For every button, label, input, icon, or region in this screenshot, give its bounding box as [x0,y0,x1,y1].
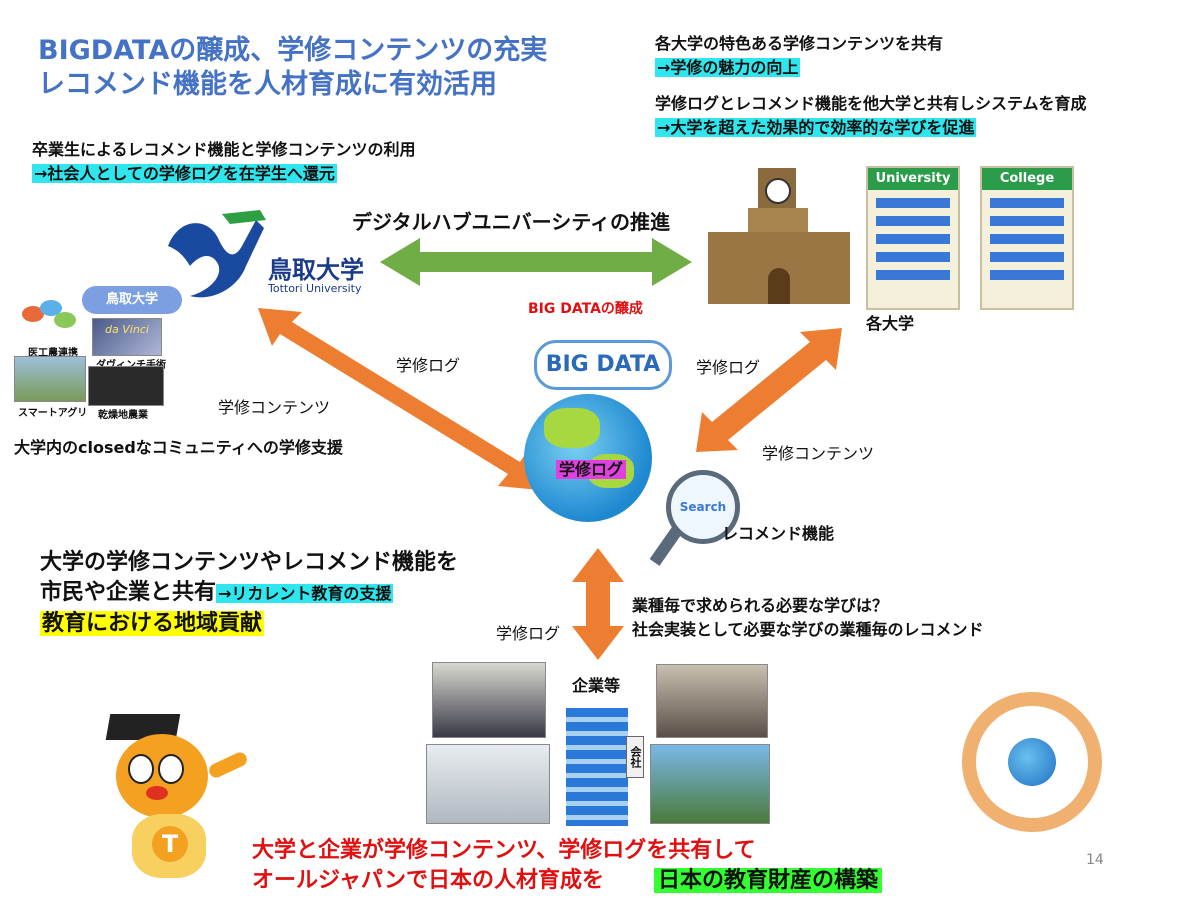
left-contents-label: 学修コンテンツ [218,398,331,417]
mascot-bird-icon: T [98,714,250,890]
industry-question-line1: 業種毎で求められる必要な学びは？ [632,596,889,615]
tottori-logo-mark [168,210,266,298]
university-building-icon [708,168,850,304]
tottori-logo-jp: 鳥取大学 [268,256,364,284]
tottori-logo: 鳥取大学 Tottori University [160,206,390,306]
davinci-photo: da Vinci [92,318,162,356]
right-contents-label: 学修コンテンツ [762,444,875,463]
photo-label-collab: 医工農連携 [28,348,78,359]
company-sign: 会社 [626,736,644,778]
medical-photo [426,744,550,824]
workshop-photo [656,664,768,738]
page-number: 14 [1086,852,1104,868]
hub-arrow [380,238,692,286]
share-log-text: 学修ログとレコメンド機能を他大学と共有しシステムを育成 [655,94,1087,113]
alumni-highlight: →社会人としての学修ログを在学生へ還元 [32,164,337,183]
tottori-logo-en: Tottori University [268,282,362,295]
share-line3: 教育における地域貢献 [40,611,265,636]
closed-support-text: 大学内のclosedなコミュニティへの学修支援 [14,438,343,457]
univ-building-icon: University [866,166,960,310]
bigdata-cloud: BIG DATA [534,340,672,390]
meeting-photo [432,662,546,738]
mascot-letter: T [152,826,188,862]
industry-question-line2: 社会実装として必要な学びの業種毎のレコメンド [632,620,984,639]
page-title: BIGDATAの醸成、学修コンテンツの充実 レコメンド機能を人材育成に有効活用 [38,34,547,102]
college-building-icon: College [980,166,1074,310]
company-label: 企業等 [572,676,621,695]
globe-label: 学修ログ [556,456,627,480]
field-photo [650,744,770,824]
bottom-line2: オールジャパンで日本の人材育成を [252,868,605,893]
industry-question: 業種毎で求められる必要な学びは？ 社会実装として必要な学びの業種毎のレコメンド [632,594,984,642]
smart-agri-photo [14,356,86,402]
left-arrow [258,308,540,490]
dryland-photo [88,366,164,406]
company-building-icon [566,708,628,826]
bottom-line1: 大学と企業が学修コンテンツ、学修ログを共有して [252,838,756,863]
univ-sign: University [868,168,958,190]
right-log-label: 学修ログ [696,358,761,377]
share-contents-highlight: →学修の魅力の向上 [655,58,801,77]
share-line2-highlight: →リカレント教育の支援 [216,584,394,603]
title-line2: レコメンド機能を人材育成に有効活用 [38,69,497,100]
share-line1: 大学の学修コンテンツやレコメンド機能を [40,550,459,575]
alumni-text: 卒業生によるレコメンド機能と学修コンテンツの利用 [32,140,416,159]
right-arrow [696,328,842,452]
universities-label: 各大学 [866,314,915,333]
alumni-notes: 卒業生によるレコメンド機能と学修コンテンツの利用 →社会人としての学修ログを在学… [32,138,416,186]
left-log-label: 学修ログ [396,356,461,375]
college-sign: College [982,168,1072,190]
search-text: Search [679,500,727,514]
globe-label-text: 学修ログ [556,460,627,479]
recommend-label: レコメンド機能 [722,524,835,543]
share-contents-text: 各大学の特色ある学修コンテンツを共有 [655,34,944,53]
share-log-highlight: →大学を超えた効果的で効率的な学びを促進 [655,118,977,137]
bigdata-title: BIG DATAの醸成 [528,301,643,317]
photo-label-agri: スマートアグリ [18,408,88,419]
hub-label: デジタルハブユニバーシティの推進 [352,210,670,234]
bottom-message: 大学と企業が学修コンテンツ、学修ログを共有して オールジャパンで日本の人材育成を… [252,836,883,896]
photo-label-dryland: 乾燥地農業 [98,410,148,421]
share-line2: 市民や企業と共有 [40,580,217,605]
top-right-notes: 各大学の特色ある学修コンテンツを共有 →学修の魅力の向上 学修ログとレコメンド機… [655,32,1087,140]
photo-label-davinci: ダヴィンチ手術 [96,356,166,371]
globe-icon [524,394,652,522]
search-magnifier-icon: Search [666,470,740,544]
bottom-highlight: 日本の教育財産の構築 [654,868,883,893]
bottom-log-label: 学修ログ [496,624,561,643]
davinci-text: da Vinci [105,323,149,336]
title-line1: BIGDATAの醸成、学修コンテンツの充実 [38,35,548,66]
people-circle-icon [952,682,1120,850]
share-block: 大学の学修コンテンツやレコメンド機能を 市民や企業と共有→リカレント教育の支援 … [40,548,458,639]
tottori-badge: 鳥取大学 [82,286,182,314]
collaboration-photo [18,296,80,336]
bottom-arrow [572,548,624,660]
